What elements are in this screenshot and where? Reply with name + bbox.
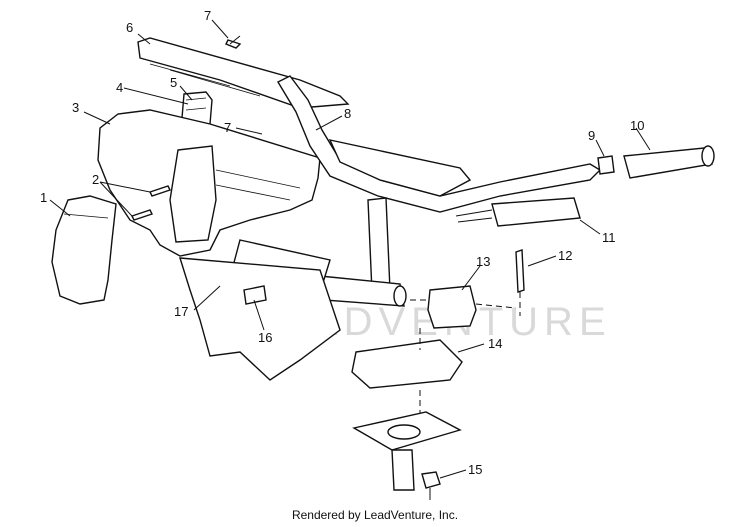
callout-7-top: 7	[204, 8, 211, 23]
callout-1: 1	[40, 190, 47, 205]
callout-3: 3	[72, 100, 79, 115]
callout-14: 14	[488, 336, 502, 351]
part-1-shroud	[51, 195, 117, 305]
callout-15: 15	[468, 462, 482, 477]
part-8-handlebar	[277, 75, 602, 213]
steering-post	[231, 197, 407, 307]
part-7-screw-top	[225, 35, 242, 49]
mounting-plate	[352, 411, 462, 491]
callout-10: 10	[630, 118, 644, 133]
part-3-fairing	[97, 109, 321, 257]
callout-7-mid: 7	[224, 120, 231, 135]
part-12-bolt	[515, 249, 525, 316]
callout-17: 17	[174, 304, 188, 319]
part-13-upper-clamp	[410, 285, 517, 329]
callout-9: 9	[588, 128, 595, 143]
callout-5: 5	[170, 75, 177, 90]
part-16-bracket	[243, 285, 267, 305]
part-10-grip-right	[623, 145, 715, 179]
part-15-nut	[421, 471, 441, 500]
part-14-lower-clamp	[351, 328, 463, 418]
part-2-screws	[131, 185, 171, 221]
part-6-top-cover	[137, 37, 350, 109]
callout-8: 8	[344, 106, 351, 121]
callout-12: 12	[558, 248, 572, 263]
callout-6: 6	[126, 20, 133, 35]
callout-16: 16	[258, 330, 272, 345]
callout-4: 4	[116, 80, 123, 95]
footer-credit: Rendered by LeadVenture, Inc.	[291, 508, 459, 522]
part-9-end-cap	[597, 155, 615, 175]
callout-13: 13	[476, 254, 490, 269]
callout-2: 2	[92, 172, 99, 187]
leader-lines	[49, 19, 651, 479]
callout-11: 11	[602, 230, 616, 245]
part-11-throttle-grip	[455, 197, 581, 227]
